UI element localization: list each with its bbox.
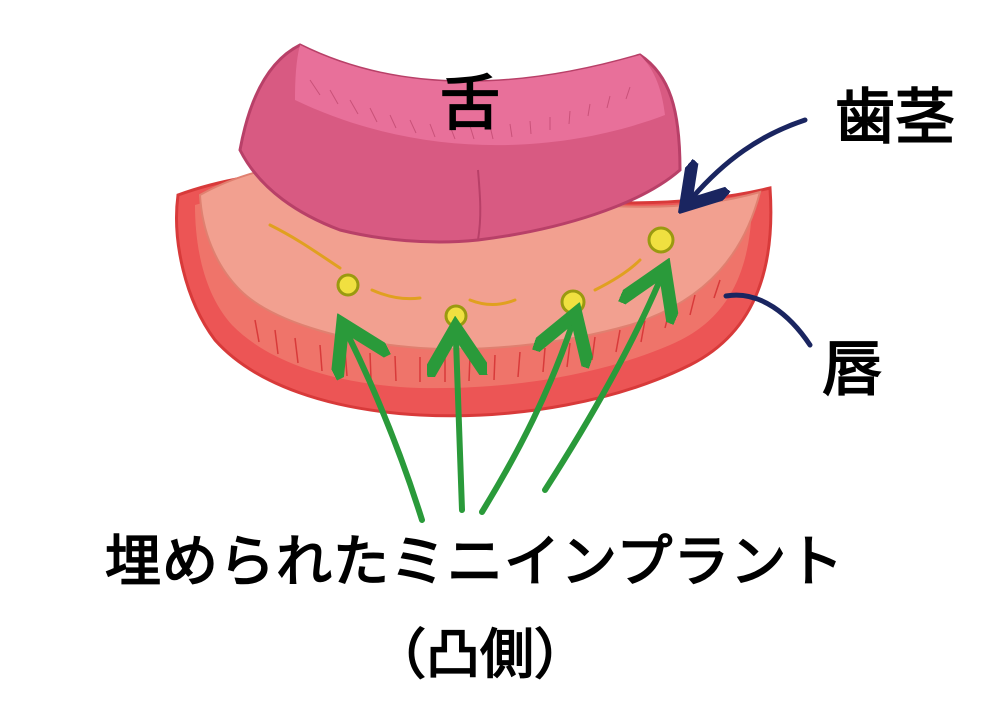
implant-arrow-1 [348, 335, 425, 523]
gum-label: 歯茎 [835, 83, 955, 153]
implant-arrows [348, 280, 660, 523]
tongue-tip-shape [295, 45, 665, 146]
implant-1 [336, 273, 360, 297]
caption-label: 埋められたミニインプラント [105, 530, 845, 595]
implant-arrow-4 [542, 280, 660, 493]
tongue-groove [477, 169, 482, 241]
tongue-texture [309, 79, 631, 140]
implant-arrow-2 [456, 340, 462, 513]
lip-pointer-line [723, 292, 813, 348]
implant-arrow-3 [479, 325, 572, 515]
gum-pointer-arrow [692, 117, 808, 198]
implant-2 [444, 304, 468, 328]
lip-label: 唇 [822, 335, 882, 405]
implant-3 [560, 289, 586, 315]
subcaption-label: （凸側） [372, 623, 588, 686]
implant-4 [647, 226, 675, 254]
tongue-label: 舌 [440, 69, 500, 139]
